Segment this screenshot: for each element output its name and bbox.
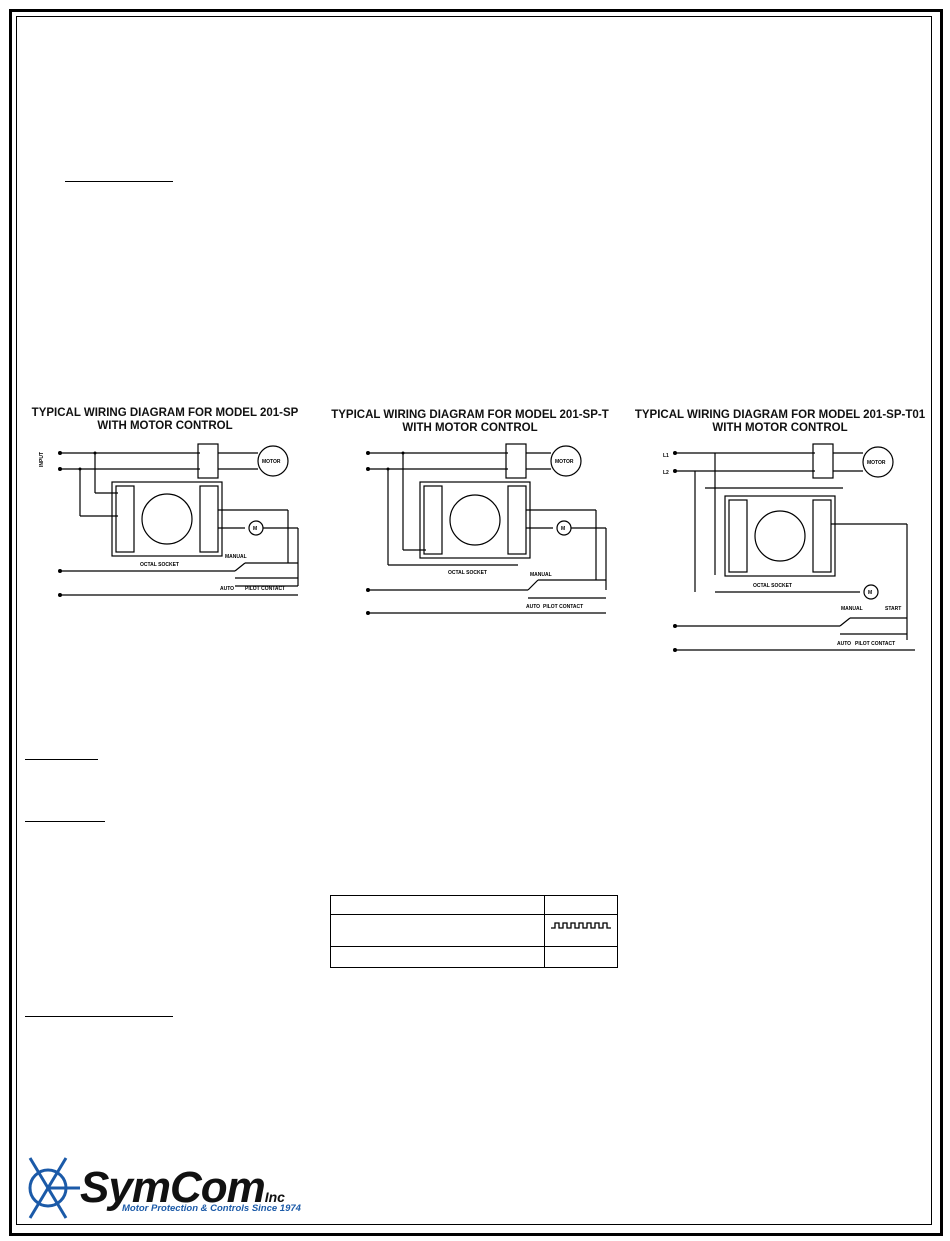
svg-text:MANUAL: MANUAL (225, 554, 247, 560)
svg-text:M: M (868, 590, 872, 596)
svg-text:M: M (561, 526, 565, 532)
svg-text:OCTAL SOCKET: OCTAL SOCKET (753, 583, 792, 589)
diagram-title-3: TYPICAL WIRING DIAGRAM FOR MODEL 201-SP-… (634, 409, 926, 434)
svg-text:AUTO: AUTO (220, 586, 234, 592)
section-underline-1 (65, 181, 173, 182)
svg-text:START: START (885, 606, 901, 612)
svg-text:INPUT: INPUT (39, 452, 45, 467)
svg-text:MOTOR: MOTOR (867, 460, 886, 466)
symcom-logo-icon (28, 1157, 80, 1219)
wiring-diagram-1: INPUT MOTOR M OCTAL SOCKET MANUAL AUTO P… (39, 443, 299, 597)
svg-text:AUTO: AUTO (837, 641, 851, 647)
svg-text:MOTOR: MOTOR (555, 459, 574, 465)
section-underline-4 (25, 1016, 173, 1017)
svg-text:MOTOR: MOTOR (262, 459, 281, 465)
svg-text:L2: L2 (663, 470, 669, 476)
logo-tagline: Motor Protection & Controls Since 1974 (122, 1203, 301, 1214)
page-border-outer (9, 9, 943, 1236)
svg-text:M: M (253, 526, 257, 532)
svg-text:PILOT CONTACT: PILOT CONTACT (855, 641, 895, 647)
svg-text:L1: L1 (663, 453, 669, 459)
legend-table (330, 895, 618, 968)
diagram-title-2: TYPICAL WIRING DIAGRAM FOR MODEL 201-SP-… (331, 409, 609, 434)
svg-text:OCTAL SOCKET: OCTAL SOCKET (140, 562, 179, 568)
logo-wordmark: SymComInc (80, 1163, 285, 1212)
svg-text:OCTAL SOCKET: OCTAL SOCKET (448, 570, 487, 576)
table-row (330, 946, 618, 968)
wiring-diagram-2: MOTOR M OCTAL SOCKET MANUAL AUTO PILOT C… (366, 443, 607, 615)
svg-text:MANUAL: MANUAL (530, 572, 552, 578)
wiring-diagram-3: L1 L2 MOTOR M OCTAL SOCKET MANUAL START … (663, 443, 915, 652)
svg-text:AUTO: AUTO (526, 604, 540, 610)
pulse-waveform-icon (551, 922, 611, 929)
svg-text:PILOT CONTACT: PILOT CONTACT (245, 586, 285, 592)
svg-text:PILOT CONTACT: PILOT CONTACT (543, 604, 583, 610)
section-underline-3 (25, 821, 105, 822)
svg-text:MANUAL: MANUAL (841, 606, 863, 612)
section-underline-2 (25, 759, 98, 760)
table-row (330, 914, 618, 947)
page-border-inner (16, 16, 932, 1225)
table-row (330, 895, 618, 915)
